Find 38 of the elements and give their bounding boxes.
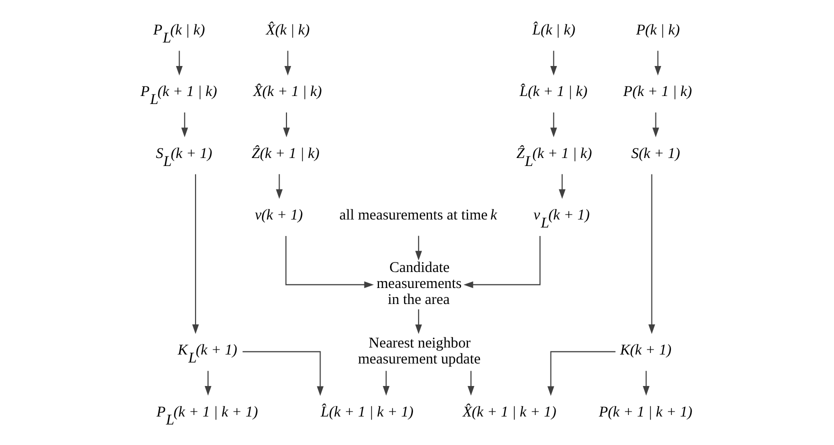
arrow (652, 112, 660, 138)
arrow (242, 351, 324, 396)
arrow (176, 50, 183, 76)
node-text: X̂(k + 1 | k) (253, 84, 322, 100)
node-text: K(k + 1) (620, 342, 672, 359)
node-text: P(k | k) (636, 22, 680, 38)
arrow (648, 174, 656, 334)
arrow (276, 174, 283, 199)
node-text: L̂(k + 1 | k + 1) (320, 404, 414, 420)
node-text: Ẑ(k + 1 | k) (252, 146, 320, 162)
arrow (204, 370, 212, 396)
arrow (415, 309, 422, 334)
arrow (415, 236, 422, 261)
arrow (181, 112, 188, 138)
node-text: v(k + 1) (254, 208, 303, 224)
arrow (382, 370, 390, 396)
node-text: L̂(k | k) (532, 22, 576, 38)
arrow (547, 351, 616, 396)
arrow (550, 112, 557, 138)
arrow (284, 50, 292, 76)
arrow (285, 236, 374, 288)
node-text: S(k + 1) (631, 146, 680, 162)
arrow (468, 370, 474, 396)
arrow (283, 112, 290, 138)
node-text: Nearest neighbor measurement update (358, 336, 481, 368)
arrow (550, 50, 557, 76)
arrow (558, 174, 566, 199)
arrow (654, 50, 662, 76)
node-text: all measurements at time k (339, 208, 497, 224)
arrow (642, 370, 650, 396)
node-text: P(k + 1 | k) (623, 84, 692, 100)
node-text: Candidate measurements in the area (376, 260, 462, 308)
node-text: X̂(k + 1 | k + 1) (462, 404, 556, 420)
arrow (464, 236, 541, 288)
node-text: L̂(k + 1 | k) (520, 84, 588, 100)
node-text: X̂(k | k) (266, 22, 310, 38)
arrow (192, 174, 199, 334)
node-text: P(k + 1 | k + 1) (598, 404, 692, 420)
